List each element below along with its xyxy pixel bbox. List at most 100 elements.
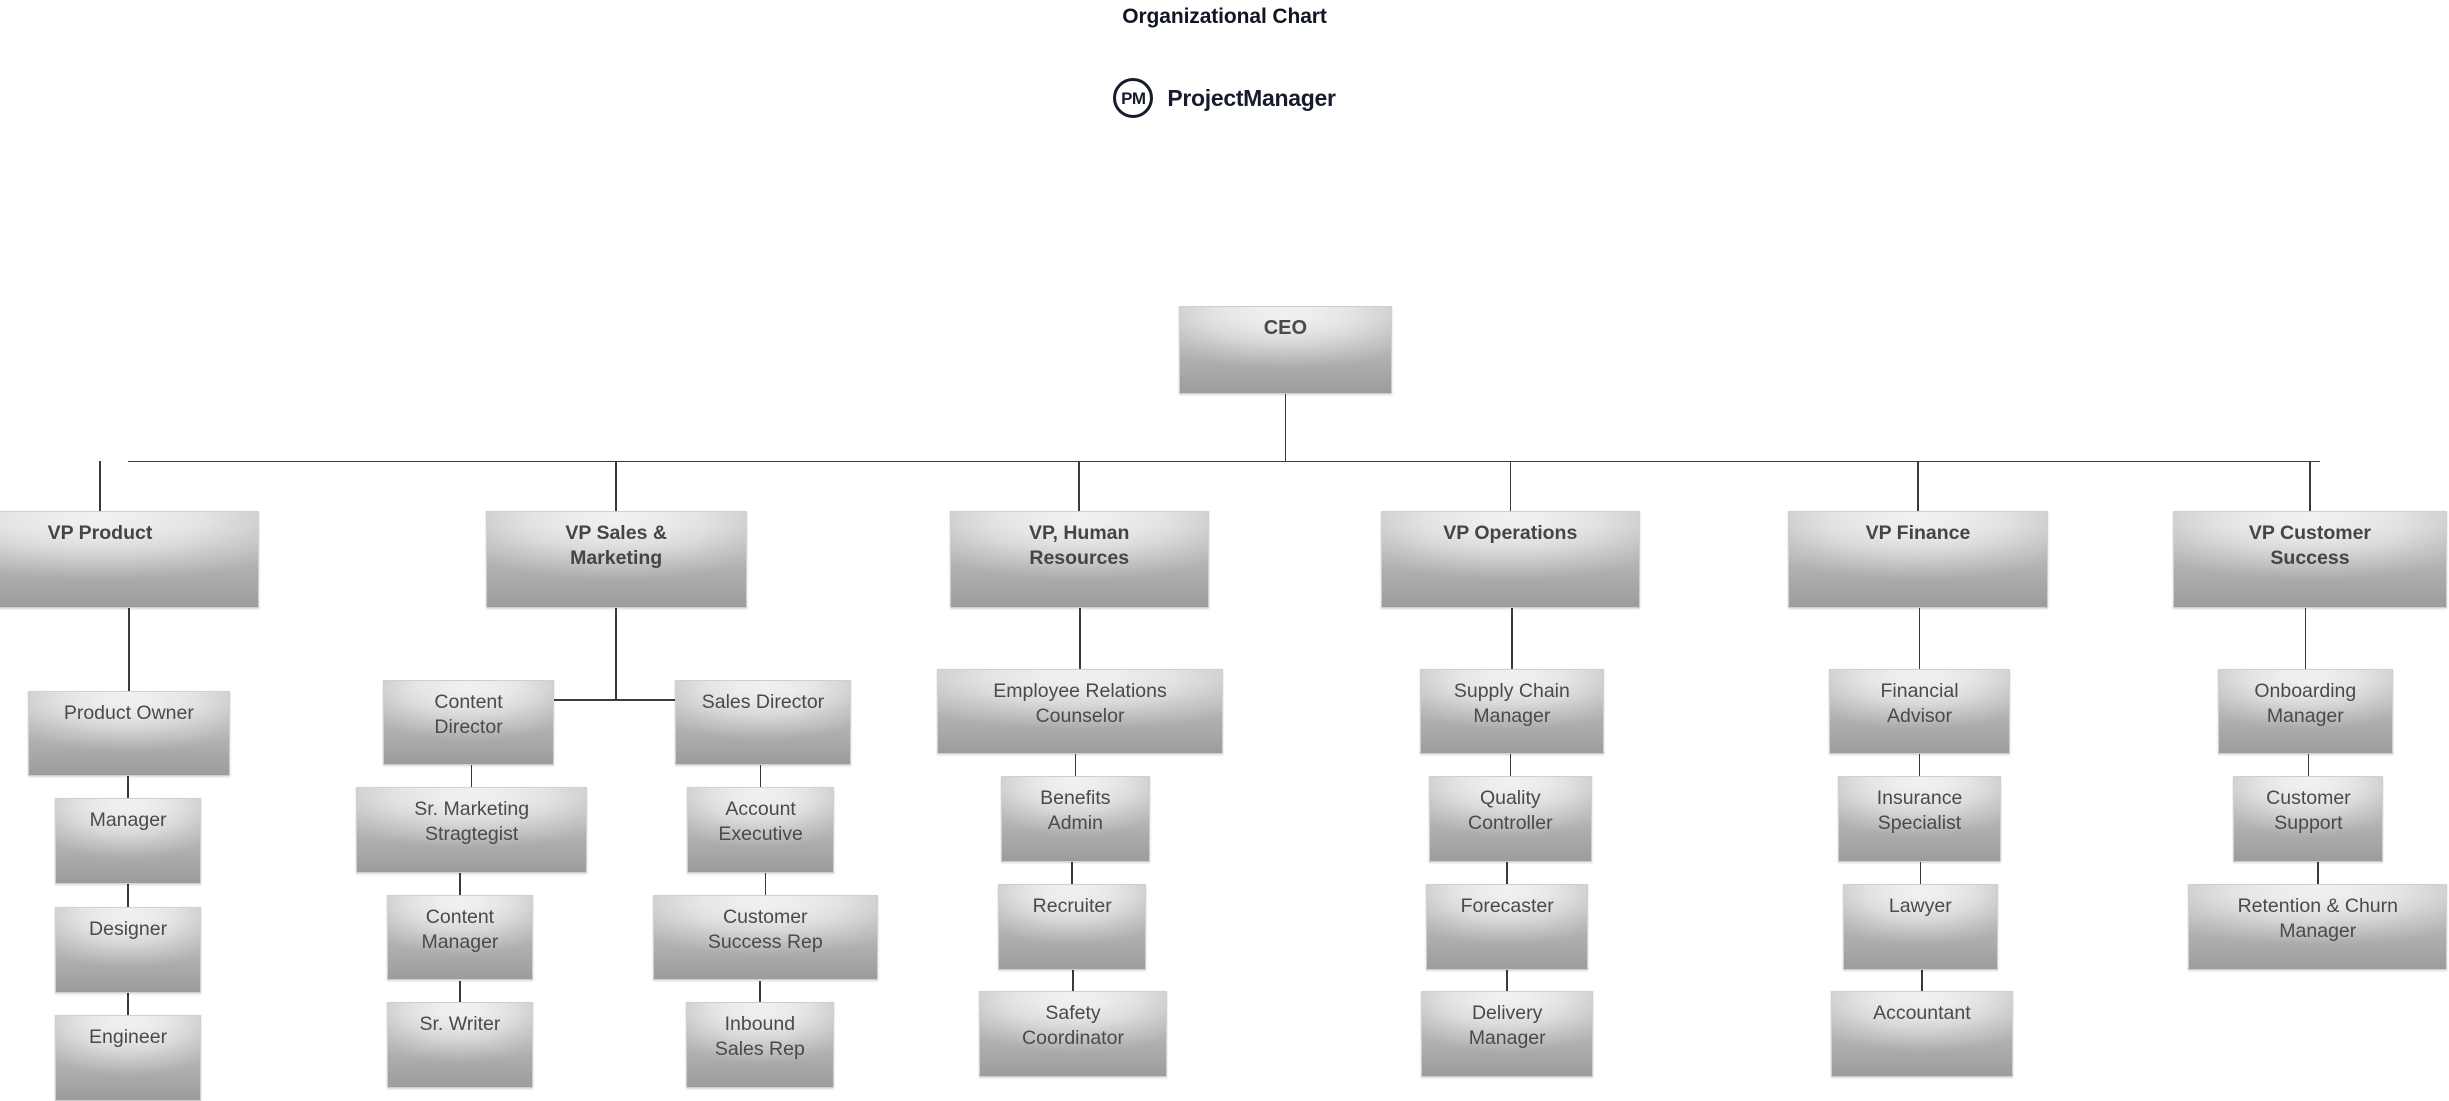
- org-node-label: Sr. Writer: [419, 1013, 501, 1036]
- org-chart-canvas: Organizational Chart PM ProjectManager C…: [0, 5, 2449, 1101]
- connector-bus: [128, 460, 2320, 463]
- connector-onboarding-manager-to-customer-support: [2307, 754, 2310, 777]
- connector-to-vp-ops: [1509, 461, 1512, 512]
- org-node-inbound-rep[interactable]: Inbound Sales Rep: [685, 1002, 835, 1089]
- org-node-recruiter[interactable]: Recruiter: [998, 883, 1147, 970]
- org-node-label: VP Sales & Marketing: [565, 522, 667, 570]
- connector-content-manager-to-sr-writer: [459, 980, 461, 1003]
- org-node-product-designer[interactable]: Designer: [54, 907, 202, 993]
- org-node-label: Supply Chain Manager: [1453, 679, 1570, 727]
- org-node-retention-churn[interactable]: Retention & Churn Manager: [2188, 883, 2448, 970]
- org-node-sr-writer[interactable]: Sr. Writer: [387, 1002, 533, 1089]
- org-node-onboarding-manager[interactable]: Onboarding Manager: [2217, 668, 2393, 755]
- org-node-accountant[interactable]: Accountant: [1830, 991, 2014, 1078]
- org-node-product-manager[interactable]: Manager: [54, 798, 202, 884]
- org-node-label: Inbound Sales Rep: [714, 1013, 805, 1061]
- connector-supply-chain-to-quality-controller: [1509, 754, 1512, 777]
- brand-logo: PM ProjectManager: [0, 78, 2449, 118]
- connector-lawyer-to-accountant: [1921, 969, 1923, 992]
- org-node-label: Insurance Specialist: [1876, 787, 1963, 835]
- org-node-content-manager[interactable]: Content Manager: [387, 894, 533, 981]
- org-node-sr-marketing[interactable]: Sr. Marketing Stragtegist: [356, 787, 588, 873]
- org-node-insurance-specialist[interactable]: Insurance Specialist: [1838, 776, 2001, 863]
- connector-sales-split-bar: [554, 699, 675, 701]
- connector-product-manager-to-product-designer: [127, 883, 129, 908]
- connector-to-vp-cs: [2309, 461, 2311, 512]
- org-node-label: VP Product: [47, 522, 153, 545]
- org-node-financial-advisor[interactable]: Financial Advisor: [1828, 668, 2011, 755]
- org-node-label: Financial Advisor: [1880, 679, 1959, 727]
- connector-to-vp-sales: [615, 461, 617, 512]
- org-node-lawyer[interactable]: Lawyer: [1842, 883, 1998, 970]
- org-node-er-counselor[interactable]: Employee Relations Counselor: [937, 668, 1223, 755]
- org-node-label: Safety Coordinator: [1022, 1002, 1124, 1050]
- org-node-vp-cs[interactable]: VP Customer Success: [2172, 511, 2448, 608]
- org-node-label: Employee Relations Counselor: [993, 679, 1167, 727]
- org-node-supply-chain[interactable]: Supply Chain Manager: [1419, 668, 1605, 755]
- org-node-label: Designer: [89, 918, 168, 941]
- org-node-vp-finance[interactable]: VP Finance: [1788, 511, 2048, 608]
- org-node-product-owner[interactable]: Product Owner: [28, 690, 230, 777]
- org-node-vp-ops[interactable]: VP Operations: [1380, 511, 1640, 608]
- projectmanager-circle-icon: PM: [1113, 78, 1154, 118]
- org-node-label: Benefits Admin: [1040, 787, 1111, 835]
- org-node-vp-hr[interactable]: VP, Human Resources: [949, 511, 1209, 608]
- connector-insurance-specialist-to-lawyer: [1919, 862, 1922, 884]
- connector-ceo-stem: [1284, 394, 1287, 462]
- org-node-label: VP Operations: [1443, 522, 1578, 545]
- org-node-label: Customer Support: [2266, 787, 2351, 835]
- connector-forecaster-to-delivery-manager: [1506, 969, 1508, 992]
- org-node-vp-product[interactable]: VP Product: [0, 511, 260, 608]
- org-node-label: Onboarding Manager: [2254, 679, 2357, 727]
- org-node-product-engineer[interactable]: Engineer: [54, 1014, 202, 1101]
- page-title: Organizational Chart: [1122, 5, 1327, 28]
- org-node-label: Customer Success Rep: [707, 905, 823, 953]
- connector-vp-hr-to-er-counselor: [1079, 607, 1081, 669]
- org-node-benefits-admin[interactable]: Benefits Admin: [1001, 776, 1150, 863]
- org-node-vp-sales[interactable]: VP Sales & Marketing: [485, 511, 747, 608]
- org-node-label: Manager: [89, 809, 167, 832]
- org-node-label: Forecaster: [1460, 894, 1554, 917]
- org-node-label: Lawyer: [1888, 894, 1952, 917]
- connector-account-exec-to-cs-rep: [764, 872, 767, 895]
- org-node-label: CEO: [1263, 316, 1308, 339]
- org-node-account-exec[interactable]: Account Executive: [687, 787, 835, 873]
- org-node-sales-director[interactable]: Sales Director: [674, 679, 852, 766]
- org-node-customer-support[interactable]: Customer Support: [2233, 776, 2384, 863]
- org-node-quality-controller[interactable]: Quality Controller: [1429, 776, 1592, 863]
- org-node-label: Product Owner: [63, 701, 194, 724]
- connector-product-owner-to-product-manager: [127, 776, 129, 799]
- org-node-label: Accountant: [1873, 1002, 1971, 1025]
- connector-product-designer-to-product-engineer: [127, 992, 129, 1015]
- org-node-content-director[interactable]: Content Director: [382, 679, 555, 766]
- org-node-label: Quality Controller: [1468, 787, 1553, 835]
- org-node-label: Delivery Manager: [1468, 1002, 1546, 1050]
- brand-name: ProjectManager: [1167, 84, 1336, 111]
- org-node-cs-rep[interactable]: Customer Success Rep: [652, 894, 878, 981]
- org-node-label: VP Customer Success: [2248, 522, 2372, 570]
- org-node-label: Sr. Marketing Stragtegist: [414, 798, 530, 846]
- org-node-label: Content Director: [434, 690, 503, 738]
- connector-vp-cs-to-onboarding-manager: [2304, 607, 2307, 669]
- org-node-forecaster[interactable]: Forecaster: [1425, 883, 1589, 970]
- org-node-label: Retention & Churn Manager: [2237, 894, 2398, 942]
- org-node-delivery-manager[interactable]: Delivery Manager: [1421, 991, 1594, 1078]
- connector-benefits-admin-to-recruiter: [1071, 862, 1073, 884]
- brand-initials: PM: [1121, 88, 1146, 108]
- connector-content-director-to-sr-marketing: [470, 765, 473, 788]
- connector-er-counselor-to-benefits-admin: [1074, 754, 1077, 777]
- connector-sales-director-to-account-exec: [759, 765, 762, 788]
- org-node-label: Sales Director: [701, 690, 825, 713]
- org-node-label: Account Executive: [718, 798, 803, 846]
- connector-recruiter-to-safety-coordinator: [1072, 969, 1074, 992]
- connector-financial-advisor-to-insurance-specialist: [1918, 754, 1921, 777]
- org-node-ceo[interactable]: CEO: [1179, 305, 1392, 395]
- org-node-label: VP Finance: [1865, 522, 1971, 545]
- org-node-safety-coordinator[interactable]: Safety Coordinator: [979, 991, 1167, 1078]
- connector-to-vp-hr: [1078, 461, 1081, 512]
- connector-quality-controller-to-forecaster: [1506, 862, 1508, 884]
- connector-to-vp-product: [99, 461, 101, 512]
- connector-vp-sales-stem: [615, 607, 617, 700]
- org-node-label: Engineer: [89, 1025, 168, 1048]
- connector-sr-marketing-to-content-manager: [459, 872, 461, 895]
